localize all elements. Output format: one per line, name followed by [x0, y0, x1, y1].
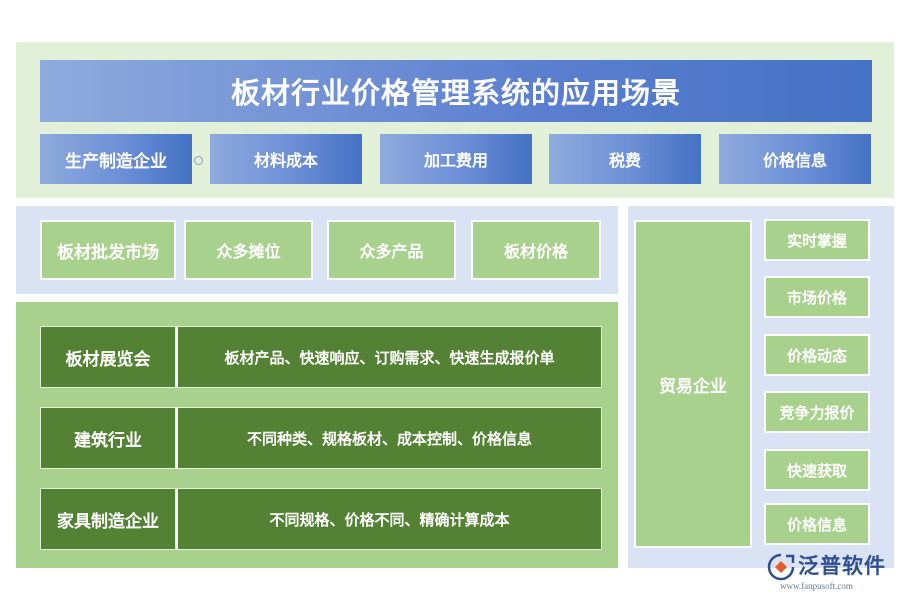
box-many-stalls: 众多摊位	[184, 220, 313, 280]
industry-label: 家具制造企业	[40, 488, 176, 550]
trade-item-price-dynamics: 价格动态	[764, 334, 870, 376]
trade-item-competitive-quote: 竞争力报价	[764, 391, 870, 433]
box-tax: 税费	[549, 134, 701, 184]
trade-item-price-info: 价格信息	[764, 503, 870, 545]
box-many-products: 众多产品	[327, 220, 456, 280]
industry-label: 板材展览会	[40, 326, 176, 388]
industry-description: 板材产品、快速响应、订购需求、快速生成报价单	[176, 326, 602, 388]
box-manufacturing-enterprise: 生产制造企业	[40, 134, 192, 184]
box-panel-price: 板材价格	[471, 220, 601, 280]
industry-row-furniture: 家具制造企业 不同规格、价格不同、精确计算成本	[40, 488, 602, 550]
brand-url: www.fanpusoft.com	[780, 581, 853, 591]
industry-label: 建筑行业	[40, 407, 176, 469]
small-watermark	[194, 156, 204, 165]
industry-description: 不同规格、价格不同、精确计算成本	[176, 488, 602, 550]
diagram-title: 板材行业价格管理系统的应用场景	[40, 60, 872, 122]
watermark-logo-icon	[194, 156, 203, 165]
brand-logo: 泛普软件 www.fanpusoft.com	[766, 548, 896, 596]
trade-item-market-price: 市场价格	[764, 276, 870, 318]
brand-name: 泛普软件	[798, 554, 886, 578]
box-price-info: 价格信息	[719, 134, 871, 184]
industry-description: 不同种类、规格板材、成本控制、价格信息	[176, 407, 602, 469]
trade-item-fast-acquire: 快速获取	[764, 449, 870, 491]
box-material-cost: 材料成本	[210, 134, 362, 184]
box-trade-enterprise: 贸易企业	[634, 220, 752, 548]
industry-row-construction: 建筑行业 不同种类、规格板材、成本控制、价格信息	[40, 407, 602, 469]
box-processing-fee: 加工费用	[380, 134, 532, 184]
brand-logo-icon	[767, 553, 795, 581]
trade-item-realtime-grasp: 实时掌握	[764, 219, 870, 261]
industry-row-exhibition: 板材展览会 板材产品、快速响应、订购需求、快速生成报价单	[40, 326, 602, 388]
box-wholesale-market: 板材批发市场	[40, 220, 176, 280]
